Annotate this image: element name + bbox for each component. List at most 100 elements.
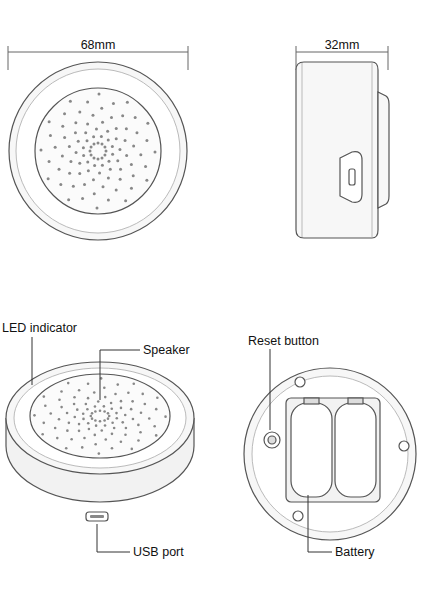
speaker-hole [130,163,133,166]
speaker-hole [126,101,129,104]
speaker-hole [125,127,128,130]
drawing-stroke [9,62,187,240]
speaker-hole [48,120,51,123]
speaker-hole [135,131,138,134]
speaker-hole [125,154,128,157]
speaker-hole [95,424,98,427]
drawing-stroke [100,350,140,400]
speaker-hole [164,415,167,418]
speaker-hole [107,160,110,163]
speaker-hole [92,135,95,138]
speaker-hole [101,121,104,124]
speaker-hole [132,144,135,147]
speaker-hole [97,93,100,96]
speaker-hole [83,437,86,440]
speaker-hole [110,407,113,410]
speaker-hole [119,168,122,171]
speaker-hole [111,145,114,148]
speaker-hole [105,150,108,153]
speaker-hole [48,160,51,163]
speaker-hole [104,396,107,399]
speaker-hole [103,146,106,149]
speaker-hole [155,408,158,411]
speaker-hole [93,143,96,146]
drawing-stroke [304,398,319,404]
dimension-label: 32mm [325,38,360,52]
speaker-hole [78,423,81,426]
speaker-hole [97,158,100,161]
speaker-hole [118,148,121,151]
speaker-hole [82,418,85,421]
speaker-hole [145,139,148,142]
speaker-hole [102,185,105,188]
speaker-hole [91,412,94,415]
speaker-hole [70,438,73,441]
drawing-stroke [270,349,271,430]
speaker-hole [113,427,116,430]
speaker-hole [100,107,103,110]
speaker-hole [120,440,123,443]
speaker-hole [87,422,90,425]
speaker-hole [49,412,52,415]
speaker-hole [60,406,63,409]
drawing-stroke [349,169,355,185]
speaker-hole [63,112,66,115]
speaker-hole [87,169,90,172]
speaker-hole [107,412,110,415]
speaker-hole [90,154,93,157]
part-label: Battery [335,545,375,559]
speaker-hole [116,159,119,162]
speaker-hole [109,168,112,171]
speaker-hole [111,433,114,436]
speaker-hole [58,418,61,421]
speaker-hole [82,154,85,157]
speaker-hole [93,192,96,195]
drawing-stroke [399,441,409,451]
speaker-hole [86,101,89,104]
speaker-hole [77,140,80,143]
speaker-hole [108,415,111,418]
drawing-stroke [40,93,157,210]
drawing-stroke [291,403,332,497]
speaker-hole [90,415,93,418]
speaker-hole [82,412,85,415]
speaker-hole [47,177,50,180]
speaker-hole [97,400,100,403]
speaker-hole [130,187,133,190]
drawing-stroke [252,376,408,532]
speaker-hole [85,403,88,406]
speaker-hole [41,433,44,436]
speaker-hole [93,391,96,394]
speaker-hole [145,179,148,182]
speaker-hole [68,172,71,175]
speaker-hole [141,393,144,396]
drawing-stroke [302,63,303,237]
speaker-hole [83,183,86,186]
speaker-hole [112,102,115,105]
speaker-hole [91,417,94,420]
speaker-hole [139,153,142,156]
speaker-hole [101,164,104,167]
speaker-hole [103,410,106,413]
speaker-hole [103,405,106,408]
speaker-hole [140,411,143,414]
drawing-stroke [340,152,362,203]
speaker-hole [78,389,81,392]
drawing-stroke [268,436,276,444]
drawing-stroke [16,69,180,233]
speaker-hole [96,206,99,209]
speaker-hole [65,447,68,450]
speaker-hole [103,386,106,389]
speaker-hole [78,430,81,433]
speaker-hole [132,382,135,385]
drawing-stroke [90,515,104,518]
speaker-hole [103,419,106,422]
speaker-hole [86,122,89,125]
speaker-hole [130,448,133,451]
speaker-hole [72,185,75,188]
speaker-hole [56,437,59,440]
drawing-stroke [97,524,130,552]
speaker-hole [107,417,110,420]
speaker-hole [61,155,64,158]
speaker-hole [63,136,66,139]
